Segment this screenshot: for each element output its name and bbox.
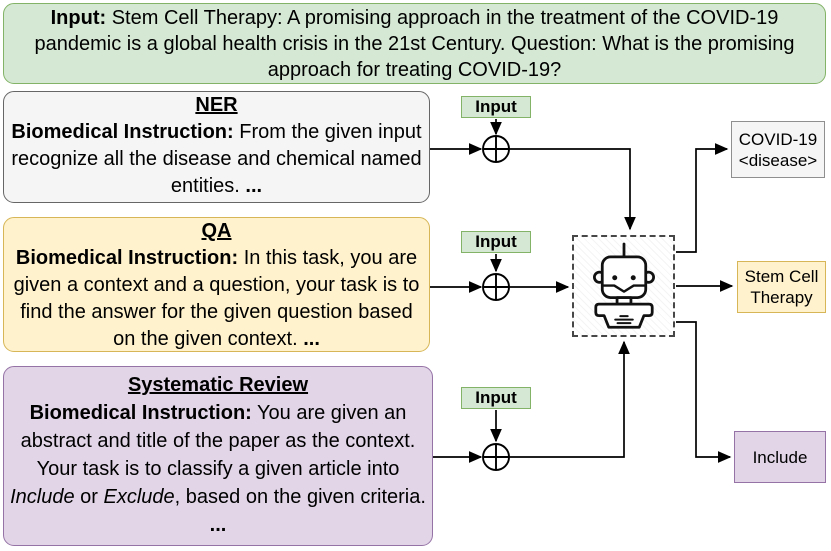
- arrow-model-to-sr-output: [676, 321, 732, 463]
- input-label: Input:: [50, 7, 107, 29]
- instruction-exclude-word: Exclude: [103, 486, 175, 508]
- task-box-ner: NER Biomedical Instruction: From the giv…: [3, 91, 430, 203]
- input-tag-label: Input: [475, 97, 517, 116]
- circled-plus-icon: [482, 273, 510, 301]
- output-sr-text: Include: [752, 447, 808, 467]
- instruction-text: From the given input recognize all the d…: [11, 121, 422, 197]
- task-instruction-systematic-review: Biomedical Instruction: You are given an…: [7, 399, 429, 539]
- input-tag-systematic-review: Input: [461, 387, 531, 409]
- ellipsis: ...: [245, 175, 263, 197]
- output-box-ner: COVID-19 <disease>: [731, 121, 825, 178]
- input-tag-ner: Input: [461, 96, 531, 118]
- global-input-box: Input: Stem Cell Therapy: A promising ap…: [3, 3, 826, 84]
- output-box-systematic-review: Include: [734, 431, 826, 483]
- output-qa-text: Stem Cell Therapy: [744, 267, 819, 307]
- output-ner-line1: COVID-19: [738, 129, 818, 149]
- arrow-plus1-to-model: [509, 148, 636, 231]
- model-box: [572, 235, 675, 337]
- instruction-text: , based on the given criteria.: [174, 486, 426, 508]
- robot-icon: [592, 242, 655, 329]
- instruction-text: In this task, you are given a context an…: [13, 247, 420, 350]
- input-tag-label: Input: [475, 388, 517, 407]
- instruction-label: Biomedical Instruction:: [29, 402, 252, 424]
- task-box-qa: QA Biomedical Instruction: In this task,…: [3, 217, 430, 352]
- output-box-qa: Stem Cell Therapy: [737, 261, 826, 313]
- instruction-text: or: [80, 486, 98, 508]
- ellipsis: ...: [209, 514, 227, 536]
- instruction-label: Biomedical Instruction:: [15, 247, 239, 269]
- task-title-ner: NER: [195, 94, 238, 116]
- instruction-text: You are given an abstract and title of t…: [20, 402, 416, 480]
- ellipsis: ...: [303, 328, 320, 350]
- input-text: Stem Cell Therapy: A promising approach …: [34, 7, 795, 81]
- instruction-include-word: Include: [10, 486, 75, 508]
- circled-plus-icon: [482, 135, 510, 163]
- task-instruction-qa: Biomedical Instruction: In this task, yo…: [7, 245, 426, 353]
- task-title-qa: QA: [201, 220, 232, 242]
- input-tag-label: Input: [475, 232, 517, 251]
- task-instruction-ner: Biomedical Instruction: From the given i…: [7, 119, 426, 200]
- arrow-model-to-ner-output: [676, 143, 729, 253]
- task-box-systematic-review: Systematic Review Biomedical Instruction…: [3, 366, 433, 546]
- circled-plus-icon: [482, 443, 510, 471]
- input-tag-qa: Input: [461, 231, 531, 253]
- task-title-systematic-review: Systematic Review: [127, 374, 309, 396]
- instruction-label: Biomedical Instruction:: [11, 121, 234, 143]
- output-ner-line2: <disease>: [738, 150, 818, 170]
